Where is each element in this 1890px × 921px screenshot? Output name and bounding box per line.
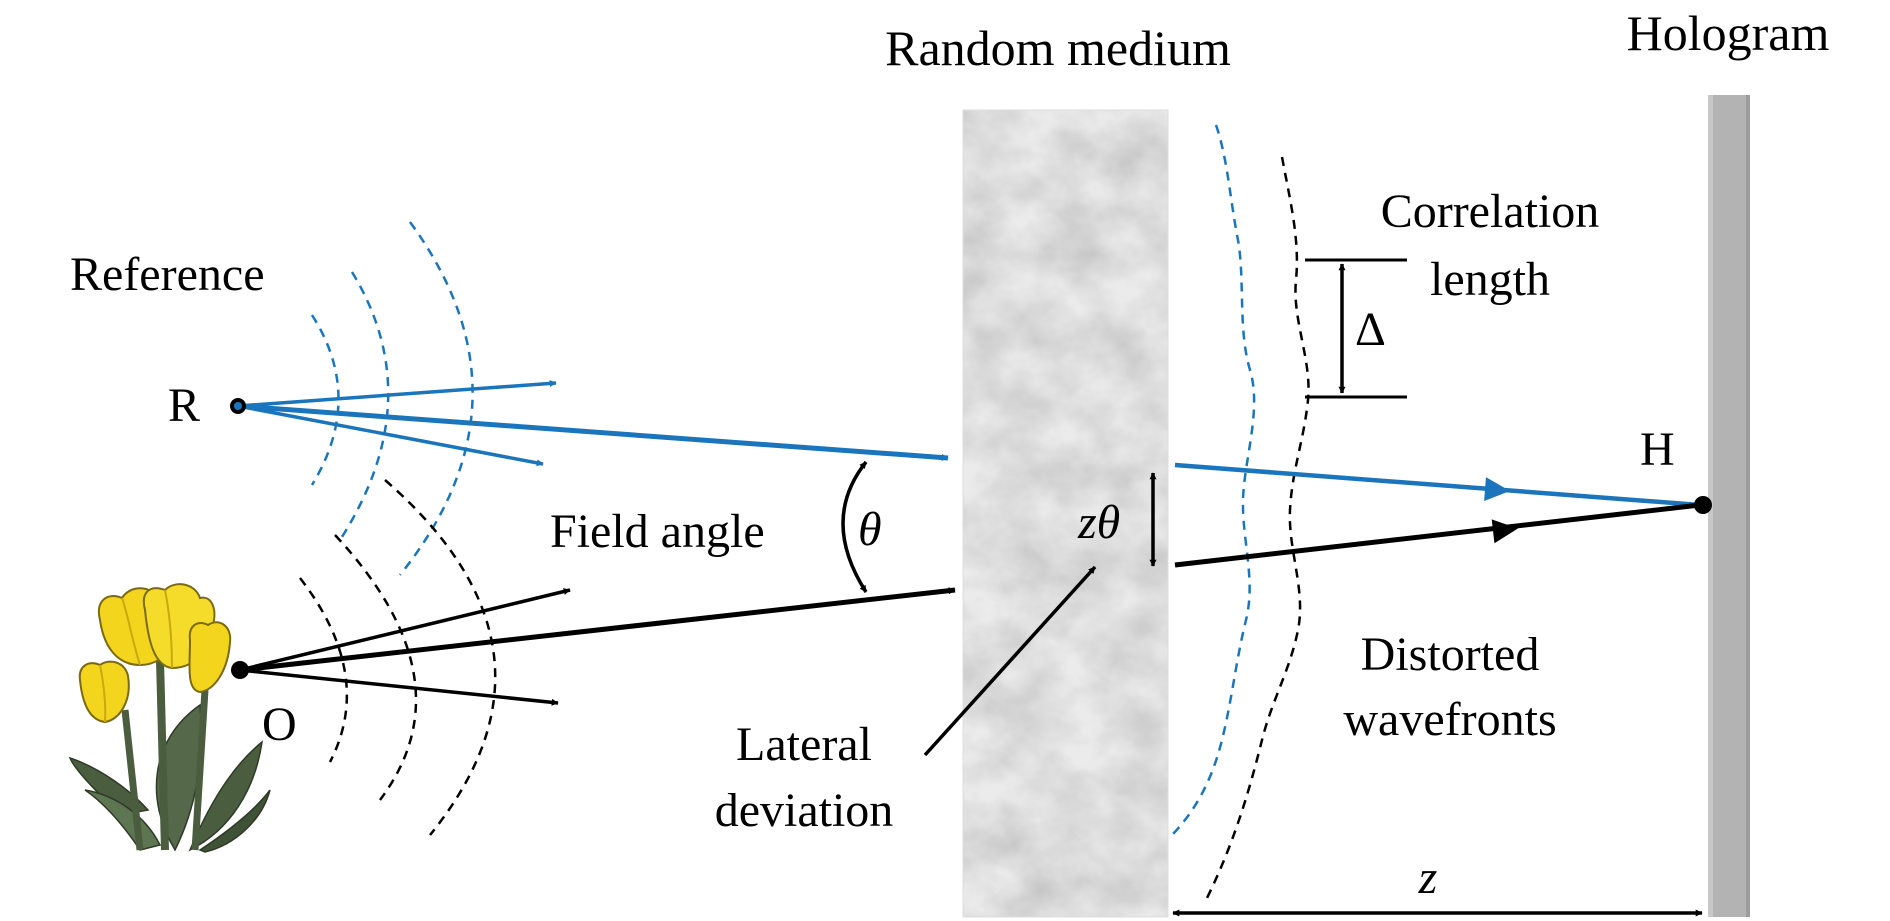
- hologram-plate: [1708, 95, 1750, 917]
- point-h-label: H: [1640, 423, 1675, 476]
- z-distance-label: z: [1418, 851, 1438, 904]
- random-medium-label: Random medium: [885, 20, 1231, 76]
- tulip-flower-icon: [68, 583, 271, 853]
- correlation-length-label-line1: Correlation: [1381, 185, 1600, 238]
- field-angle-arc: [841, 460, 868, 593]
- object-ray-exit: [1174, 502, 1701, 568]
- reference-ray-upper: [237, 379, 557, 408]
- point-o: [231, 661, 249, 679]
- theta-label: θ: [858, 503, 882, 556]
- reference-ray-exit: [1174, 462, 1701, 508]
- distorted-wavefronts: [1171, 124, 1310, 901]
- delta-label: Δ: [1355, 303, 1386, 356]
- distorted-wavefronts-label-line2: wavefronts: [1343, 693, 1556, 746]
- object-ray-main: [239, 587, 956, 673]
- reference-label: Reference: [70, 248, 265, 301]
- object-ray-upper: [239, 588, 571, 672]
- correlation-length-marker: [1305, 258, 1407, 399]
- reference-ray-lower: [237, 404, 544, 467]
- object-beam: [239, 502, 1701, 706]
- point-r: [230, 398, 246, 414]
- object-ray-exit-arrowhead: [1491, 519, 1518, 544]
- reference-ray-main: [237, 403, 949, 462]
- hologram-label: Hologram: [1627, 5, 1830, 61]
- reference-ray-exit-arrowhead: [1484, 477, 1510, 502]
- z-theta-label: zθ: [1077, 496, 1120, 549]
- point-h: [1694, 496, 1712, 514]
- distorted-wavefront-black: [1204, 156, 1310, 901]
- distorted-wavefronts-label-line1: Distorted: [1361, 628, 1540, 681]
- object-wavefronts: [299, 479, 497, 836]
- point-o-label: O: [262, 698, 297, 751]
- lateral-deviation-pointer: [923, 565, 1097, 757]
- lateral-deviation-label-line1: Lateral: [736, 718, 872, 771]
- object-ray-lower: [239, 668, 559, 706]
- correlation-length-label-line2: length: [1430, 253, 1550, 306]
- lateral-deviation-label-line2: deviation: [715, 784, 894, 837]
- field-angle-label: Field angle: [550, 505, 765, 558]
- reference-beam: [237, 379, 1701, 508]
- point-r-label: R: [168, 379, 200, 432]
- random-medium-slab: [962, 109, 1169, 918]
- distorted-wavefront-blue: [1171, 124, 1256, 836]
